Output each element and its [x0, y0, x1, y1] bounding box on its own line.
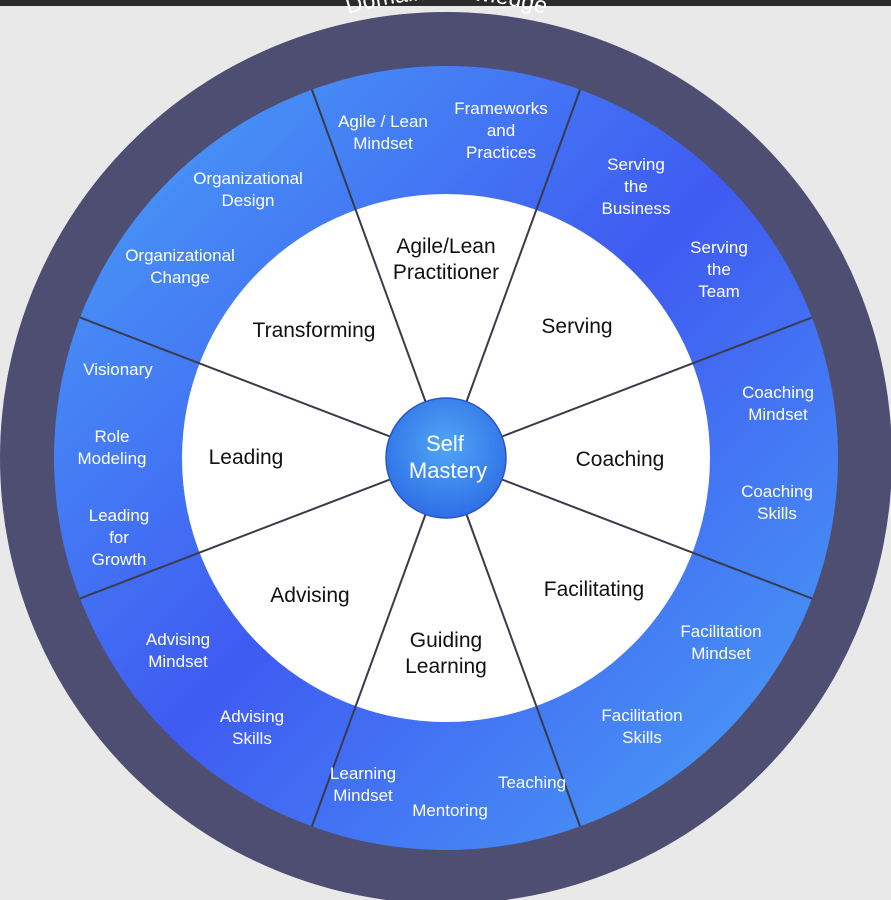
divider-line-4 — [501, 478, 813, 600]
sector-label-leading: Leading — [209, 446, 284, 469]
top-bar — [0, 0, 891, 6]
competency-label-mentoring: Mentoring — [412, 801, 488, 820]
competency-label-teaching: Teaching — [498, 773, 566, 792]
sector-label-serving: Serving — [541, 315, 612, 338]
sector-label-advising: Advising — [270, 584, 349, 607]
sector-label-transforming: Transforming — [253, 319, 376, 342]
divider-line-7 — [79, 478, 391, 600]
divider-line-3 — [501, 316, 813, 438]
sector-dividers — [79, 89, 813, 827]
divider-line-8 — [79, 316, 391, 438]
divider-line-1 — [310, 89, 427, 402]
divider-line-6 — [310, 514, 427, 827]
sector-label-coaching: Coaching — [576, 448, 665, 471]
competency-label-visionary: Visionary — [83, 360, 153, 379]
center-label: Self Mastery — [409, 431, 487, 483]
divider-line-2 — [465, 89, 582, 402]
sector-label-facilitating: Facilitating — [544, 578, 644, 601]
divider-line-5 — [465, 514, 582, 827]
center-circle — [385, 397, 507, 519]
